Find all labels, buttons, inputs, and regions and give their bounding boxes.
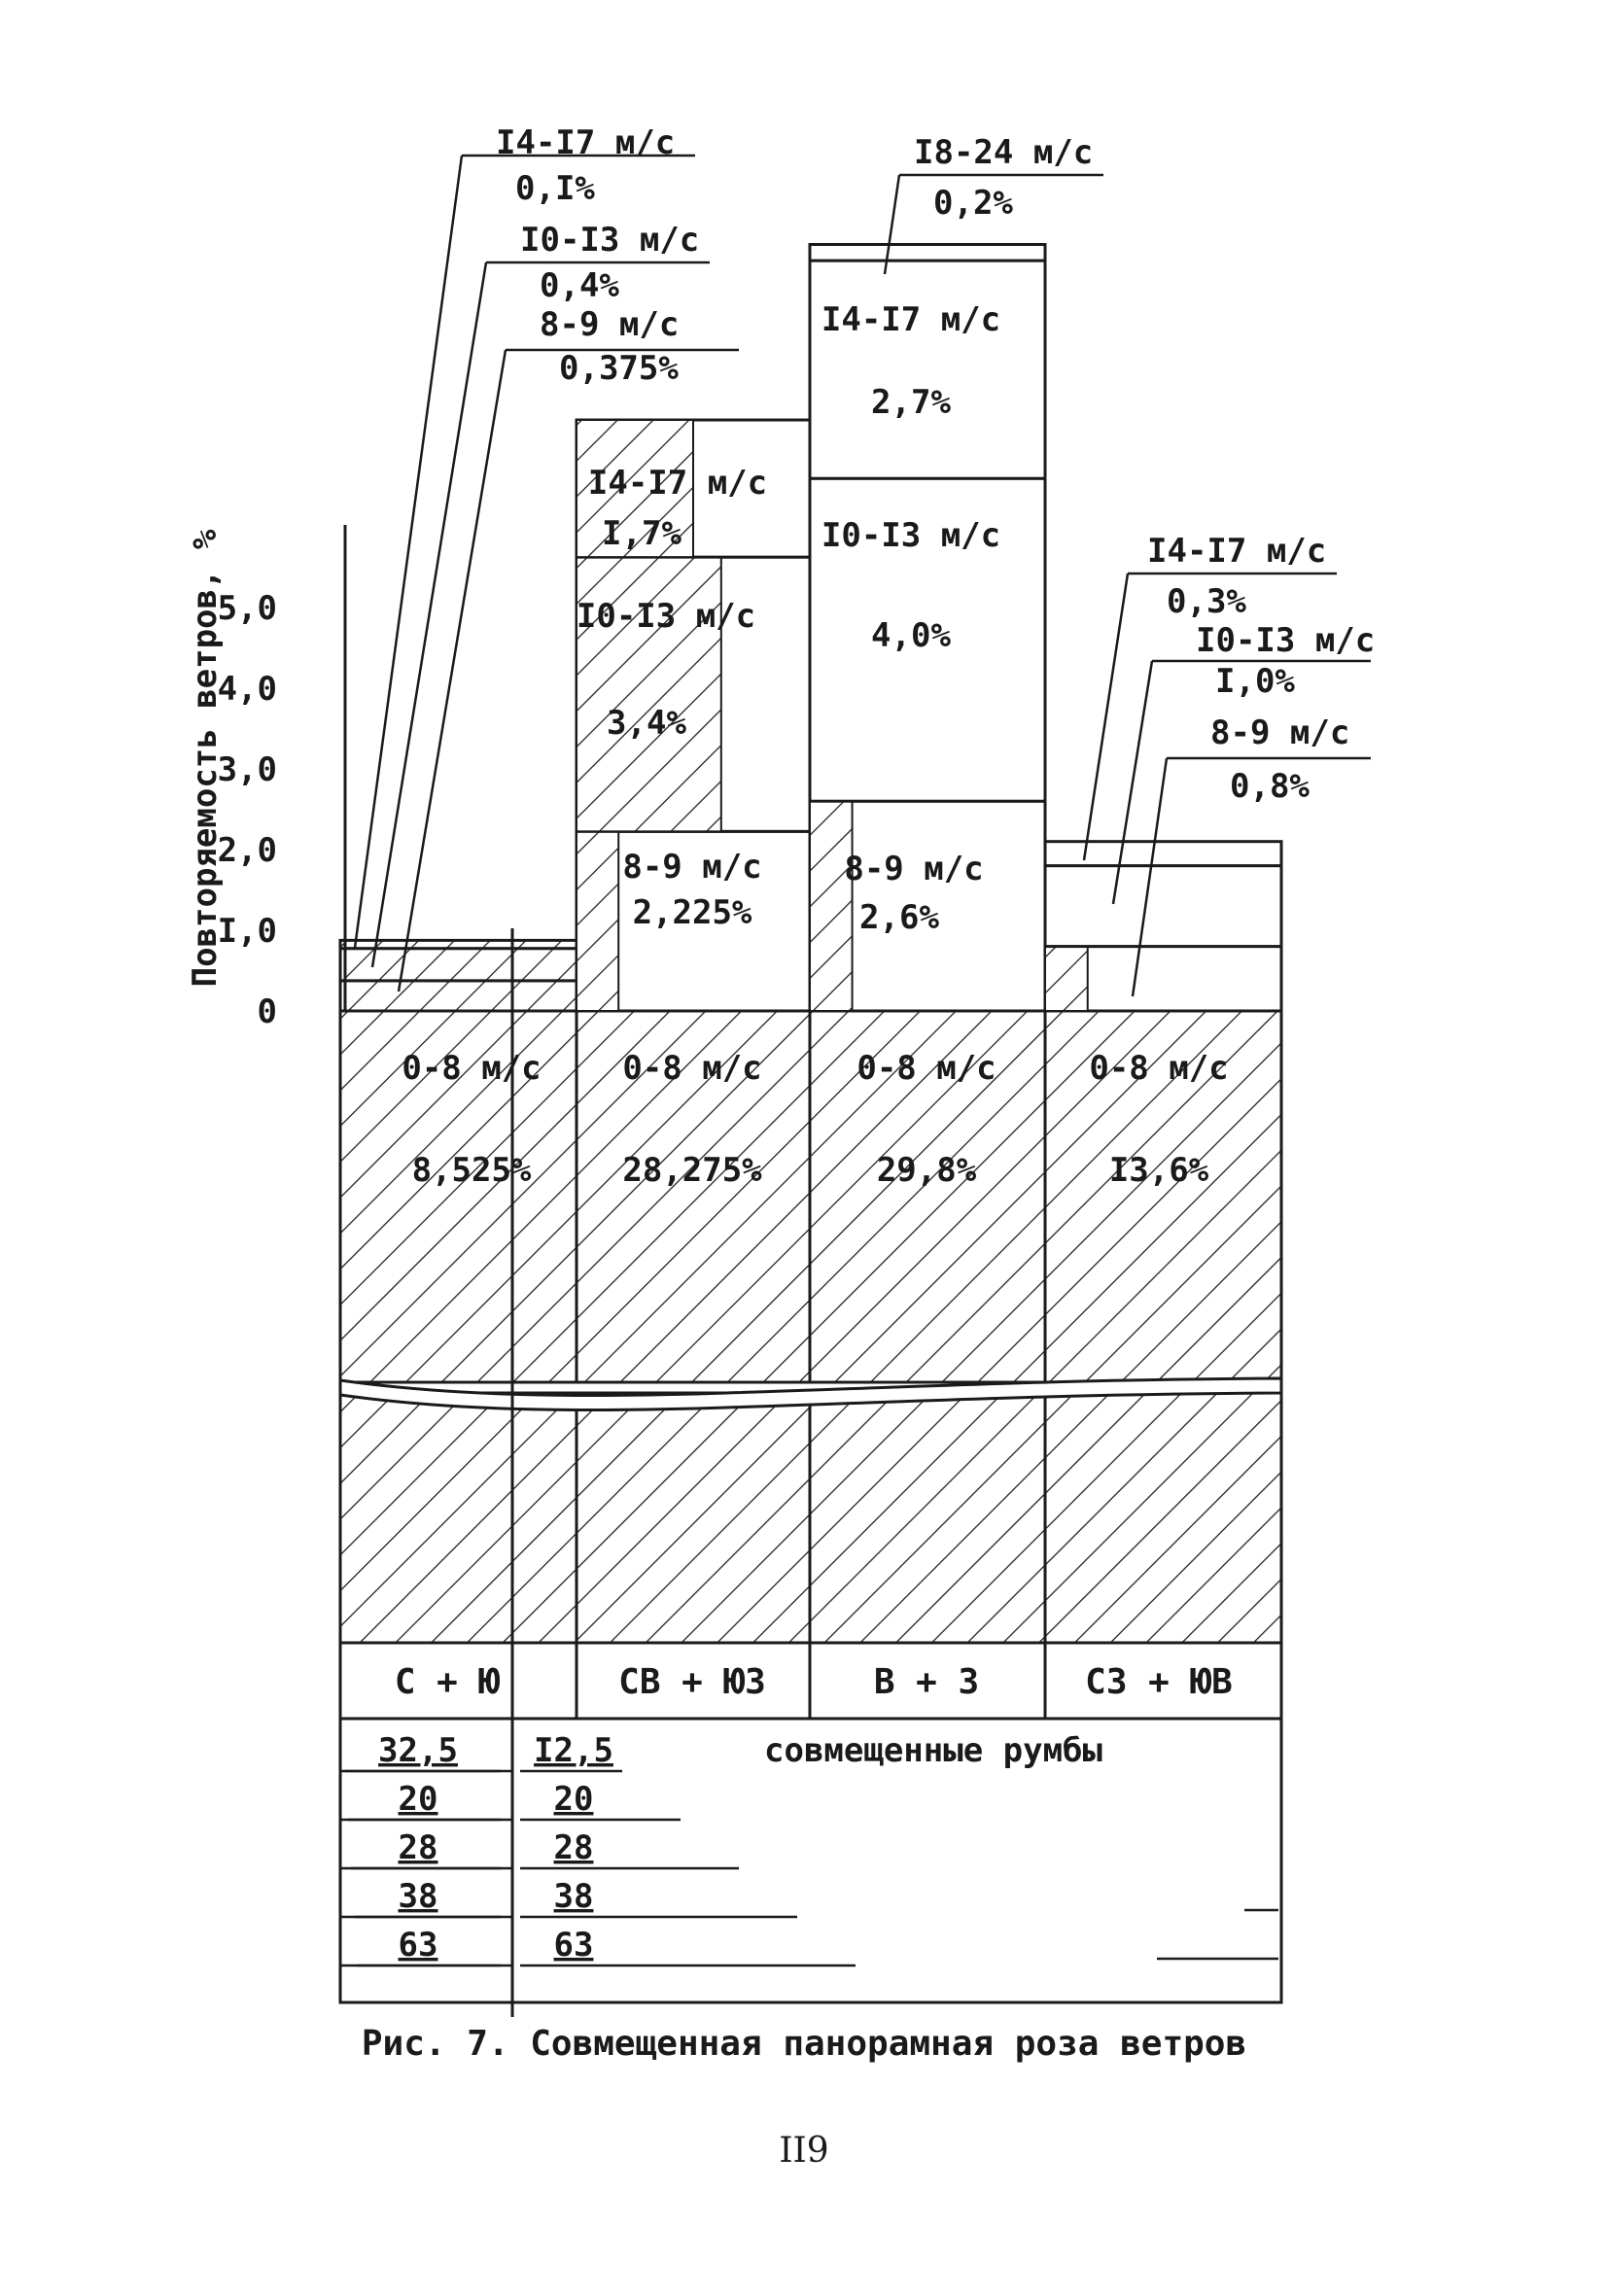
y-axis-label: Повторяемость ветров, % xyxy=(186,529,225,987)
category-label-2: В + З xyxy=(874,1662,979,1702)
callout-speed-0: I4-I7 м/с xyxy=(496,123,675,162)
callout-speed-4: I4-I7 м/с xyxy=(1147,532,1326,571)
callout-speed-2: 8-9 м/с xyxy=(540,305,679,344)
callout-speed-5: I0-I3 м/с xyxy=(1196,621,1375,660)
callout-leader-5 xyxy=(1111,660,1154,905)
scale-right-0: I2,5 xyxy=(534,1731,613,1770)
category-label-1: СВ + ЮЗ xyxy=(618,1662,766,1702)
bar-seg-hatch-1-3 xyxy=(1044,945,1089,1012)
bar-0-8-0 xyxy=(338,1009,578,1384)
callout-value-4: 0,3% xyxy=(1167,582,1246,621)
figure-caption: Рис. 7. Совмещенная панорамная роза ветр… xyxy=(361,2024,1247,2064)
axis-break xyxy=(338,1376,1283,1411)
seg-name-0: I4-I7 м/с xyxy=(588,464,767,503)
bar-seg-2-3 xyxy=(1043,864,1283,949)
series-0-8-name-3: 0-8 м/с xyxy=(1089,1049,1228,1088)
scale-left-3: 38 xyxy=(399,1877,438,1916)
callout-value-2: 0,375% xyxy=(559,349,679,388)
bar-seg-hatch-1-2 xyxy=(809,800,854,1013)
callout-value-6: 0,8% xyxy=(1230,767,1310,806)
scale-right-2: 28 xyxy=(554,1828,594,1867)
bar-0-8-cont-1 xyxy=(575,1391,812,1645)
scale-right-1: 20 xyxy=(554,1780,594,1819)
scale-left-4: 63 xyxy=(399,1926,438,1965)
bar-seg-hatch-1-1 xyxy=(576,830,620,1013)
seg-name-5: I0-I3 м/с xyxy=(821,516,1000,555)
series-0-8-name-2: 0-8 м/с xyxy=(856,1049,996,1088)
callout-value-5: I,0% xyxy=(1215,662,1295,701)
series-0-8-value-3: I3,6% xyxy=(1109,1151,1209,1190)
bar-seg-2-2 xyxy=(808,476,1047,803)
scale-left-1: 20 xyxy=(399,1780,438,1819)
callout-value-3: 0,2% xyxy=(933,184,1013,223)
callout-leader-1 xyxy=(370,261,488,968)
y-tick-label-5: 5,0 xyxy=(218,589,277,628)
series-0-8-value-0: 8,525% xyxy=(412,1151,532,1190)
y-tick-label-3: 3,0 xyxy=(218,750,277,789)
scale-left-0: 32,5 xyxy=(378,1731,458,1770)
seg-name-6: 8-9 м/с xyxy=(844,850,983,888)
callout-leader-6 xyxy=(1131,757,1169,997)
bar-seg-3-2 xyxy=(808,259,1047,480)
bar-seg-4-2 xyxy=(808,243,1047,262)
callout-leader-3 xyxy=(883,174,901,275)
seg-value-4: 2,7% xyxy=(871,383,951,422)
series-0-8-value-1: 28,275% xyxy=(622,1151,762,1190)
callout-speed-1: I0-I3 м/с xyxy=(520,221,699,260)
seg-value-0: I,7% xyxy=(602,514,682,553)
scale-table xyxy=(338,1717,1283,2004)
series-0-8-name-0: 0-8 м/с xyxy=(402,1049,541,1088)
y-tick-label-1: I,0 xyxy=(218,912,277,951)
x-axis-label: совмещенные румбы xyxy=(764,1731,1102,1770)
callout-speed-6: 8-9 м/с xyxy=(1210,713,1349,752)
bar-0-8-3 xyxy=(1043,1009,1283,1384)
y-tick-label-4: 4,0 xyxy=(218,670,277,709)
callout-value-0: 0,I% xyxy=(515,169,595,208)
y-tick-label-2: 2,0 xyxy=(218,831,277,870)
callout-value-1: 0,4% xyxy=(540,266,619,305)
seg-value-6: 2,6% xyxy=(859,898,939,937)
bar-0-8-cont-0 xyxy=(338,1391,578,1645)
callout-leader-0 xyxy=(353,155,464,949)
bar-seg-1-0 xyxy=(338,979,578,1013)
seg-name-1: I0-I3 м/с xyxy=(577,597,755,636)
series-0-8-value-2: 29,8% xyxy=(877,1151,977,1190)
callout-leader-2 xyxy=(397,349,507,992)
scale-right-4: 63 xyxy=(554,1926,594,1965)
category-label-3: СЗ + ЮВ xyxy=(1085,1662,1233,1702)
seg-value-2: 2,225% xyxy=(633,893,752,932)
seg-value-1: 3,4% xyxy=(607,704,686,743)
callout-leader-4 xyxy=(1082,573,1130,861)
page-number: II9 xyxy=(779,2131,829,2171)
scale-right-3: 38 xyxy=(554,1877,594,1916)
series-0-8-name-1: 0-8 м/с xyxy=(622,1049,761,1088)
callout-speed-3: I8-24 м/с xyxy=(914,133,1093,172)
seg-name-2: 8-9 м/с xyxy=(622,848,761,887)
bar-seg-hatch-3-1 xyxy=(576,419,694,559)
bar-0-8-cont-3 xyxy=(1043,1391,1283,1645)
bar-0-8-cont-2 xyxy=(808,1391,1047,1645)
scale-left-2: 28 xyxy=(399,1828,438,1867)
y-tick-label-0: 0 xyxy=(258,992,277,1031)
bar-0-8-1 xyxy=(575,1009,812,1384)
seg-name-4: I4-I7 м/с xyxy=(821,300,1000,339)
seg-value-5: 4,0% xyxy=(871,616,951,655)
bar-seg-3-3 xyxy=(1043,840,1283,868)
category-label-0: С + Ю xyxy=(395,1662,501,1702)
